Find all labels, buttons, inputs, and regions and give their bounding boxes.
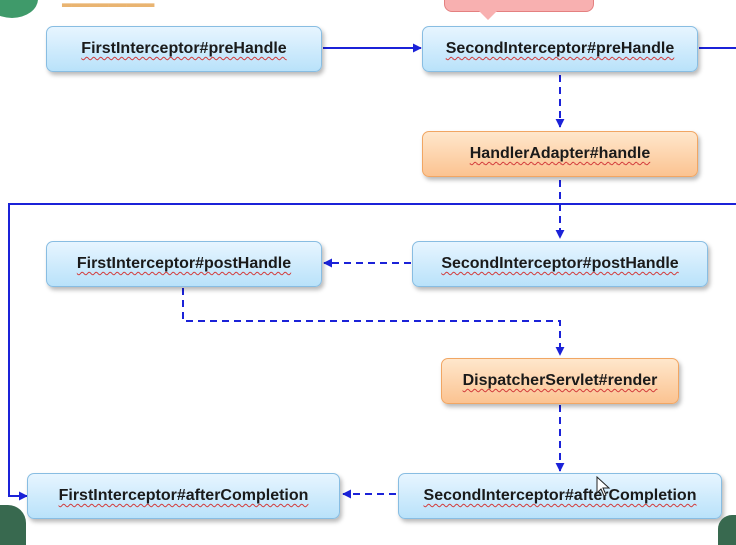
node-second-interceptor-aftercompletion: SecondInterceptor#afterCompletion [398, 473, 722, 519]
logo-icon [0, 0, 38, 18]
connector-layer [8, 43, 736, 501]
pink-box-top [444, 0, 594, 12]
node-first-interceptor-prehandle: FirstInterceptor#preHandle [46, 26, 322, 72]
node-handler-adapter-handle: HandlerAdapter#handle [422, 131, 698, 177]
watermark-icon: ▂▂▂▂▂▂▂▂▂▂ [62, 0, 155, 7]
node-second-interceptor-posthandle: SecondInterceptor#postHandle [412, 241, 708, 287]
pink-box-notch [478, 10, 498, 20]
node-first-interceptor-posthandle: FirstInterceptor#postHandle [46, 241, 322, 287]
mouse-pointer-icon [596, 476, 611, 497]
node-second-interceptor-prehandle: SecondInterceptor#preHandle [422, 26, 698, 72]
corner-decoration-left [0, 505, 26, 545]
edge-return-to-first-after [8, 203, 736, 501]
corner-decoration-right [718, 515, 736, 545]
edge-first-post-to-render [182, 288, 565, 356]
node-first-interceptor-aftercompletion: FirstInterceptor#afterCompletion [27, 473, 340, 519]
node-dispatcher-servlet-render: DispatcherServlet#render [441, 358, 679, 404]
